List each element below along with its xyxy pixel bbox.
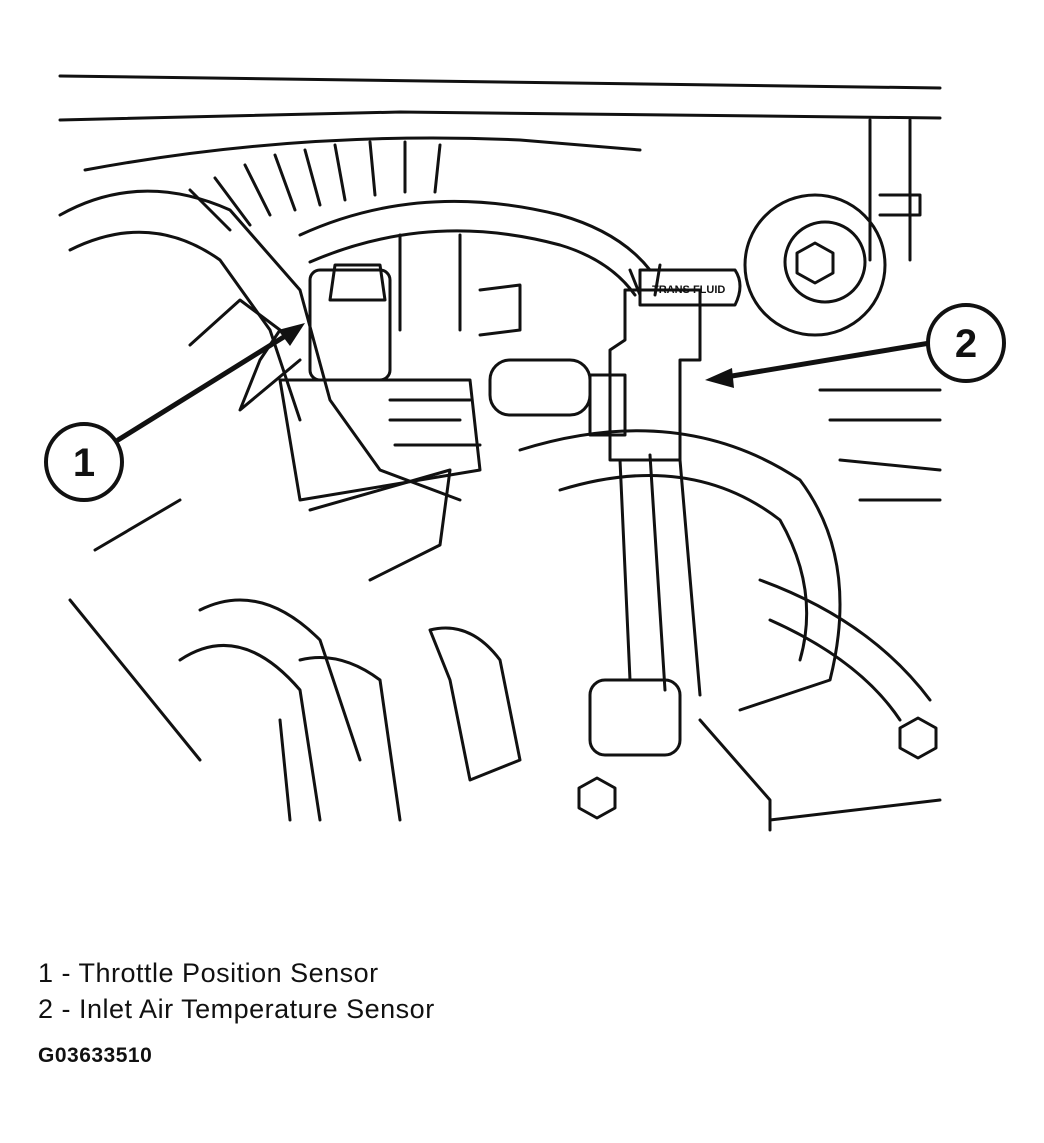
tps-connector <box>328 263 387 302</box>
reservoir-cap-inner <box>783 220 867 304</box>
bracket-lower <box>308 468 452 582</box>
callout-2-arrowhead <box>705 368 734 388</box>
callout-1-leader <box>115 327 298 443</box>
reservoir-cap <box>743 193 887 337</box>
iat-side-clip <box>588 373 627 437</box>
throttle-body <box>278 378 482 502</box>
left-diagonal <box>68 598 202 762</box>
callout-1-circle <box>44 422 124 502</box>
throttle-body-detail <box>388 398 482 447</box>
lower-sensor <box>588 678 682 757</box>
callout-2-number: 2 <box>955 322 977 366</box>
bolt-left <box>577 776 617 820</box>
callout-2: 2 <box>926 303 1006 383</box>
air-hose <box>518 429 842 712</box>
bottom-edge-line <box>768 798 942 822</box>
right-hose <box>758 578 932 722</box>
callout-1-arrowhead <box>278 323 305 346</box>
callout-1-number: 1 <box>73 441 95 485</box>
trans-fluid-tag <box>638 268 742 307</box>
lower-left-hose <box>178 598 362 822</box>
intake-duct <box>58 189 462 502</box>
upper-hose <box>298 199 652 272</box>
right-pipe <box>868 118 922 262</box>
side-fitting <box>478 283 522 337</box>
fender-outline <box>83 136 642 172</box>
left-small-line <box>93 498 182 552</box>
right-lower-pipes <box>818 388 942 502</box>
air-hose-inner <box>558 473 809 662</box>
callout-1: 1 <box>44 422 124 502</box>
engine-bay-diagram: TRANS FLUID 1 2 <box>44 74 1006 832</box>
callout-2-circle <box>926 303 1006 383</box>
callout-2-leader <box>717 340 933 381</box>
legend-item-2: 2 - Inlet Air Temperature Sensor <box>38 994 435 1024</box>
duct-ribs <box>188 140 442 232</box>
throttle-position-sensor-body <box>308 268 392 382</box>
lower-pipe <box>278 656 402 822</box>
lower-elbow <box>428 626 522 782</box>
trans-fluid-tag-label: TRANS FLUID <box>652 284 725 296</box>
intake-duct-inner <box>68 230 302 422</box>
upper-hose-2 <box>308 229 637 297</box>
hood-edge-line <box>58 74 942 90</box>
legend-item-1: 1 - Throttle Position Sensor <box>38 958 379 988</box>
lower-right-tube <box>698 718 772 832</box>
cap-hex-nut <box>795 241 835 285</box>
side-pipe <box>488 358 592 417</box>
legend: 1 - Throttle Position Sensor 2 - Inlet A… <box>38 955 435 1027</box>
hood-edge-line-2 <box>58 110 942 122</box>
bolt-right <box>898 716 938 760</box>
figure-id: G03633510 <box>38 1044 153 1067</box>
hose-ribs <box>618 453 702 697</box>
vertical-hose <box>398 233 462 332</box>
